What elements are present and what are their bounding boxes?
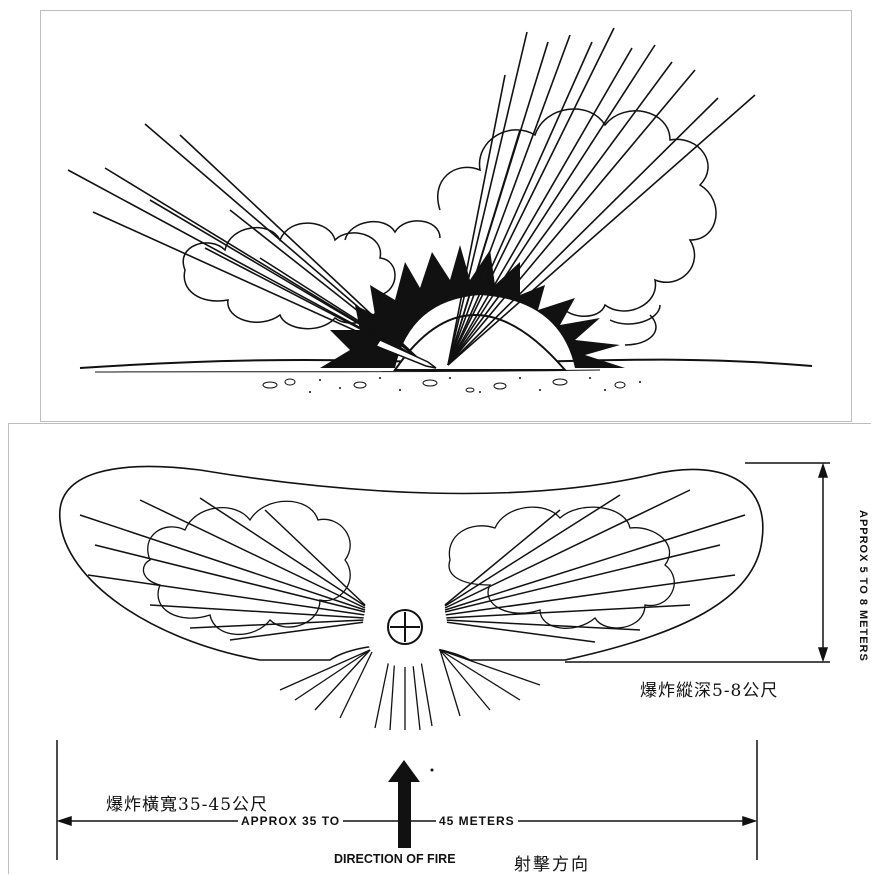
width-label-en-left: APPROX 35 TO — [238, 814, 343, 828]
smoke-cloud-wing-left — [143, 501, 350, 634]
width-label-en-right: 45 METERS — [436, 814, 518, 828]
direction-of-fire-arrow-icon — [388, 760, 420, 848]
depth-label-en: APPROX 5 TO 8 METERS — [847, 510, 869, 662]
direction-of-fire-label-en: DIRECTION OF FIRE — [334, 852, 456, 866]
depth-label-cn: 爆炸縱深5-8公尺 — [640, 676, 778, 701]
center-crosshair-icon — [363, 583, 447, 667]
width-label-cn: 爆炸橫寬35-45公尺 — [106, 790, 268, 815]
direction-of-fire-label-cn: 射擊方向 — [514, 850, 590, 875]
depth-dimension-line — [565, 463, 830, 662]
